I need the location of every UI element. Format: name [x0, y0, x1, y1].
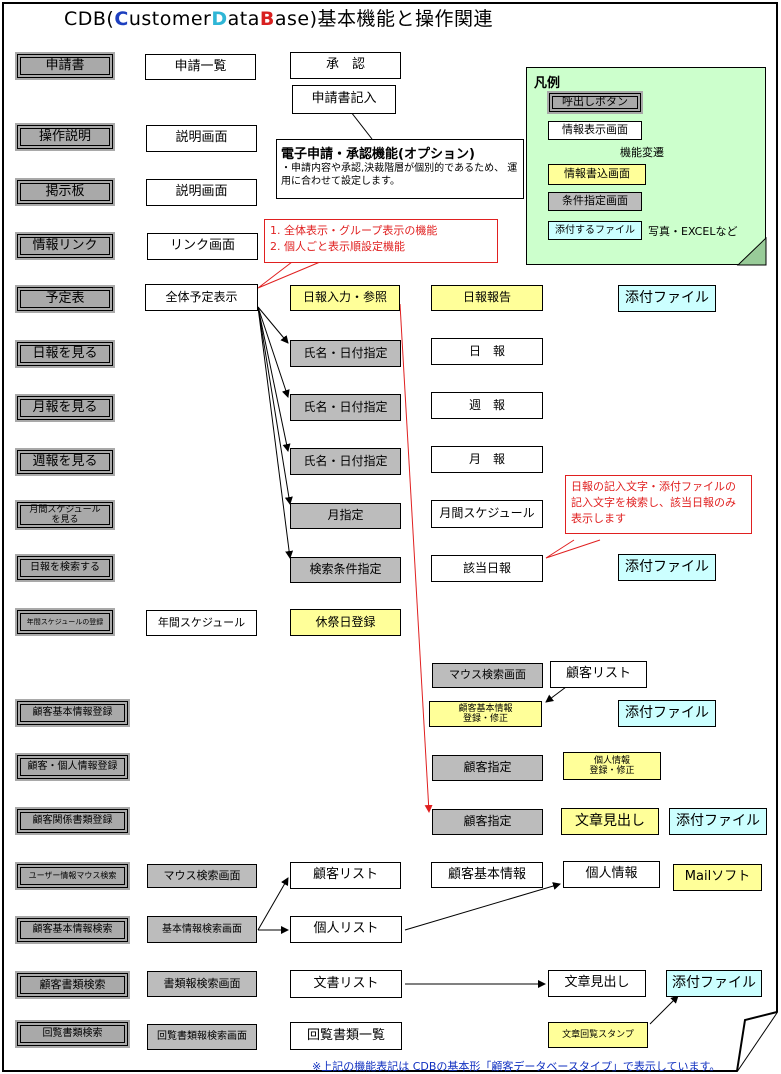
nav-button-kokyaku-kihon-toroku[interactable]: 顧客基本情報登録	[15, 699, 130, 727]
gaito-nippo-box: 該当日報	[431, 555, 543, 582]
shorui-kensaku-box: 書類報検索画面	[147, 971, 257, 997]
nenkan-schedule-box: 年間スケジュール	[146, 610, 257, 636]
mouse-kensaku-box-1: マウス検索画面	[432, 663, 543, 688]
shinsei-kinyu-box: 申請書記入	[292, 85, 396, 114]
tenpu-file-box-4: 添付ファイル	[669, 808, 767, 835]
nav-button-nenkan-schedule[interactable]: 年間スケジュールの登録	[15, 608, 115, 636]
mail-soft-box: Mailソフト	[673, 864, 762, 891]
kairan-stamp-box: 文章回覧スタンプ	[548, 1022, 648, 1048]
bunsho-list-box: 文書リスト	[290, 970, 402, 998]
nippo-hokoku-box: 日報報告	[431, 285, 543, 311]
kojin-list-box: 個人リスト	[290, 916, 402, 943]
nav-button-joho-link[interactable]: 情報リンク	[15, 232, 115, 260]
bunsho-midashi-box-2: 文章見出し	[548, 970, 646, 997]
nav-button-nippo-wo-miru[interactable]: 日報を見る	[15, 340, 115, 368]
geppo-box: 月 報	[431, 446, 543, 473]
legend-info-display: 情報表示画面	[548, 121, 642, 140]
nav-button-kokyaku-kojin-toroku[interactable]: 顧客・個人情報登録	[15, 753, 130, 781]
legend-info-input: 情報書込画面	[548, 164, 646, 185]
legend-arrow-label: 機能変遷	[620, 146, 664, 159]
search-callout: 日報の記入文字・添付ファイルの記入文字を検索し、該当日報のみ表示します	[565, 475, 752, 534]
diagram-title: CDB(CustomerDataBase)基本機能と操作関連	[64, 8, 494, 30]
kihon-kensaku-box: 基本情報検索画面	[147, 916, 257, 943]
yotei-callout-line2: 2. 個人ごと表示順設定機能	[270, 239, 405, 253]
yotei-callout-line1: 1. 全体表示・グループ表示の機能	[270, 224, 438, 237]
gekkan-schedule-box: 月間スケジュール	[431, 500, 543, 528]
legend-condition: 条件指定画面	[548, 192, 642, 211]
nav-button-user-mouse-kensaku[interactable]: ユーザー情報マウス検索	[15, 862, 130, 890]
kairan-kensaku-box: 回覧書類報検索画面	[147, 1024, 257, 1050]
nav-button-shuho-wo-miru[interactable]: 週報を見る	[15, 448, 115, 476]
legend-title: 凡例	[534, 76, 561, 91]
kokyaku-kihon-box: 顧客基本情報	[431, 862, 543, 888]
zentai-yotei-box: 全体予定表示	[145, 284, 258, 311]
shinsei-list-box: 申請一覧	[145, 54, 256, 80]
kokyaku-list-box-2: 顧客リスト	[290, 862, 401, 889]
kokyaku-shitei-box-1: 顧客指定	[432, 755, 543, 781]
mouse-kensaku-box-2: マウス検索画面	[147, 864, 257, 888]
nav-button-keijiban[interactable]: 掲示板	[15, 178, 115, 206]
nav-button-geppo-wo-miru[interactable]: 月報を見る	[15, 394, 115, 422]
option-callout: 電子申請・承認機能(オプション) ・申請内容や承認,決裁階層が個別的であるため、…	[276, 139, 524, 199]
option-callout-body: ・申請内容や承認,決裁階層が個別的であるため、 運用に合わせて設定します。	[281, 163, 518, 187]
shimei-date-box-2: 氏名・日付指定	[290, 394, 401, 421]
nav-button-kokyaku-shorui-kensaku[interactable]: 顧客書類検索	[15, 971, 130, 999]
nav-button-yoteihyo[interactable]: 予定表	[15, 285, 115, 313]
kensaku-joken-box: 検索条件指定	[290, 557, 401, 583]
kokyaku-list-box-1: 顧客リスト	[550, 661, 647, 688]
nav-button-kokyaku-kihon-kensaku[interactable]: 顧客基本情報検索	[15, 916, 130, 944]
option-callout-title: 電子申請・承認機能(オプション)	[281, 147, 475, 162]
tenpu-file-box-1: 添付ファイル	[618, 285, 716, 312]
nippo-input-box: 日報入力・参照	[290, 285, 400, 311]
kojin-joho-box: 個人情報	[563, 861, 660, 888]
legend-attach-note: 写真・EXCELなど	[648, 225, 738, 238]
legend-attach: 添付するファイル	[548, 221, 642, 240]
kyusai-toroku-box: 休祭日登録	[290, 609, 401, 636]
yotei-callout: 1. 全体表示・グループ表示の機能 2. 個人ごと表示順設定機能	[264, 219, 498, 263]
tenpu-file-box-3: 添付ファイル	[618, 700, 716, 727]
bunsho-midashi-box-1: 文章見出し	[561, 808, 659, 835]
shuho-box: 週 報	[431, 392, 543, 419]
legend-call-button: 呼出しボタン	[547, 91, 643, 114]
setsumei-box-2: 説明画面	[146, 179, 257, 206]
kokyaku-kihon-toroku-box: 顧客基本情報 登録・修正	[429, 701, 542, 727]
nav-button-nippo-kensaku[interactable]: 日報を検索する	[15, 554, 115, 582]
shimei-date-box-1: 氏名・日付指定	[290, 340, 401, 367]
shimei-date-box-3: 氏名・日付指定	[290, 448, 401, 475]
tenpu-file-box-5: 添付ファイル	[666, 970, 762, 997]
nav-button-sosa-setsumei[interactable]: 操作説明	[15, 123, 115, 151]
setsumei-box-1: 説明画面	[146, 125, 257, 152]
shonin-box: 承 認	[290, 52, 401, 79]
kojin-toroku-box: 個人情報 登録・修正	[563, 752, 661, 780]
link-gamen-box: リンク画面	[147, 233, 258, 260]
kokyaku-shitei-box-2: 顧客指定	[432, 809, 543, 835]
tsuki-shitei-box: 月指定	[290, 503, 401, 529]
tenpu-file-box-2: 添付ファイル	[618, 554, 716, 581]
footnote: ※上記の機能表記は CDBの基本形「顧客データベースタイプ」で表示しています。	[312, 1060, 721, 1073]
nav-button-gekkan-schedule[interactable]: 月間スケジュール を見る	[15, 500, 115, 530]
kairan-list-box: 回覧書類一覧	[290, 1022, 402, 1050]
nav-button-shinseisho[interactable]: 申請書	[15, 52, 115, 80]
nav-button-kairan-shorui-kensaku[interactable]: 回覧書類検索	[15, 1020, 130, 1048]
nippo-box: 日 報	[431, 338, 543, 365]
nav-button-kokyaku-shorui-toroku[interactable]: 顧客関係書類登録	[15, 807, 130, 835]
